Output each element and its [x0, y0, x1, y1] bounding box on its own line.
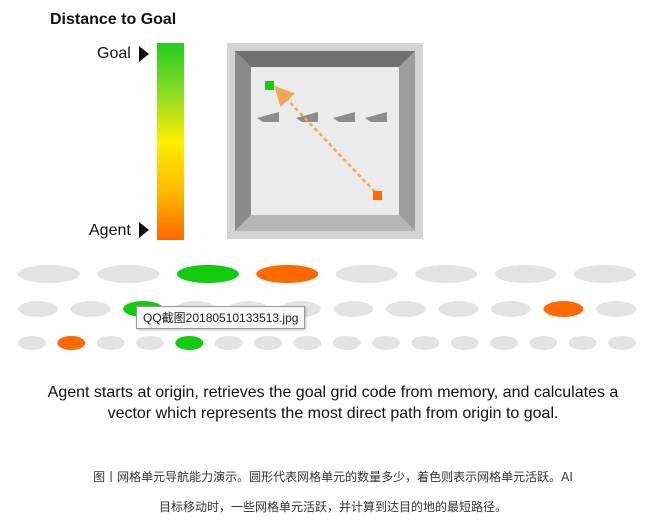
- grid-cell: [18, 301, 58, 317]
- arena-wall-top: [235, 51, 415, 67]
- arena-obstacle: [333, 112, 355, 122]
- arena-obstacle: [257, 112, 279, 122]
- distance-gradient-bar: [157, 43, 184, 240]
- grid-cell: [18, 336, 46, 350]
- grid-cell: [70, 301, 111, 317]
- path-vector-arrow: [274, 85, 376, 193]
- goal-label: Goal: [97, 45, 131, 62]
- grid-cell: [596, 301, 636, 317]
- grid-cell: [18, 265, 80, 283]
- arena-wall-left: [235, 51, 251, 231]
- grid-cell: [438, 301, 479, 317]
- caption-line: Agent starts at origin, retrieves the go…: [47, 384, 619, 401]
- grid-cell: [335, 265, 398, 283]
- caption-chinese-line: 目标移动时，一些网格单元活跃，并计算到达目的地的最短路径。: [158, 500, 507, 514]
- grid-cell: [490, 336, 518, 350]
- grid-cell: [450, 336, 479, 350]
- arena-diagram: [227, 43, 423, 239]
- caption-line: vector which represents the most direct …: [107, 405, 559, 422]
- grid-cell: [214, 336, 243, 350]
- agent-pointer-icon: [139, 222, 149, 238]
- arena-obstacles: [257, 112, 387, 122]
- grid-cell-active: [256, 265, 319, 283]
- agent-label: Agent: [89, 222, 131, 239]
- grid-cell: [494, 265, 557, 283]
- goal-pointer-icon: [139, 46, 149, 62]
- grid-cell: [372, 336, 400, 350]
- agent-marker: [373, 191, 382, 200]
- grid-cell: [333, 301, 374, 317]
- caption-chinese: 图丨网格单元导航能力演示。圆形代表网格单元的数量多少，着色则表示网格单元活跃。A…: [0, 462, 666, 522]
- arena-obstacle: [365, 112, 387, 122]
- grid-cell: [136, 336, 164, 350]
- grid-cell: [332, 336, 361, 350]
- goal-marker: [265, 81, 274, 90]
- grid-cell: [608, 336, 636, 350]
- grid-cell-active: [543, 301, 584, 317]
- grid-cell: [97, 265, 160, 283]
- legend-title: Distance to Goal: [50, 11, 177, 28]
- caption: Agent starts at origin, retrieves the go…: [0, 382, 666, 424]
- grid-cell: [293, 336, 322, 350]
- grid-cell: [529, 336, 558, 350]
- arena-obstacle: [296, 112, 318, 122]
- grid-cell: [574, 265, 636, 283]
- grid-cell: [490, 301, 531, 317]
- grid-cell-active: [175, 336, 204, 350]
- grid-cell: [385, 301, 426, 317]
- grid-cell: [415, 265, 478, 283]
- grid-cell-active: [176, 265, 239, 283]
- grid-cell-active: [57, 336, 86, 350]
- grid-cell: [96, 336, 125, 350]
- caption-chinese-line: 图丨网格单元导航能力演示。圆形代表网格单元的数量多少，着色则表示网格单元活跃。A…: [93, 470, 573, 484]
- arena-wall-right: [399, 51, 415, 231]
- grid-cell: [254, 336, 282, 350]
- grid-cell: [568, 336, 597, 350]
- image-tooltip: QQ截图20180510133513.jpg: [136, 306, 306, 329]
- grid-cell: [411, 336, 440, 350]
- grid-cell-rows: [18, 265, 636, 350]
- arena-wall-bottom: [235, 215, 415, 231]
